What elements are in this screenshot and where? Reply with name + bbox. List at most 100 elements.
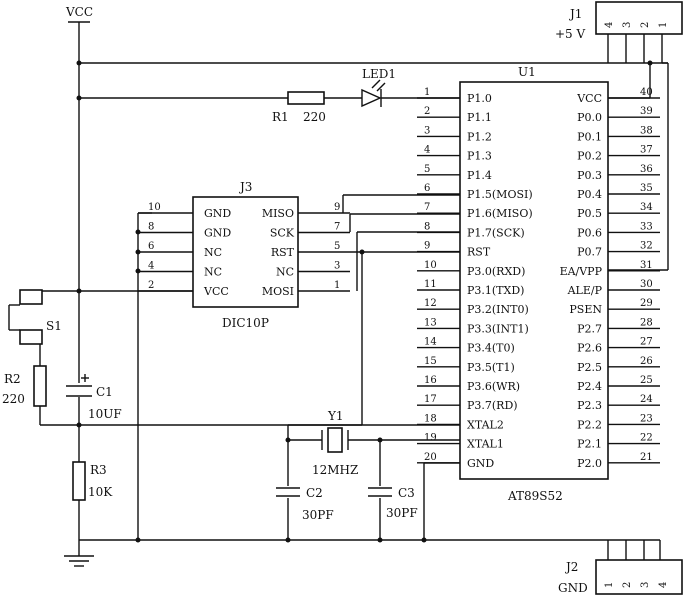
u1-pin-number: 16	[424, 375, 437, 386]
u1-pin-number: 40	[640, 87, 653, 98]
u1-pin-number: 38	[640, 125, 653, 136]
j3-pin-name: GND	[204, 227, 231, 240]
u1-pin-number: 39	[640, 106, 653, 117]
r3-resistor: R3 10K	[72, 461, 113, 501]
ground-symbol	[64, 540, 94, 567]
u1-pin-number: 8	[424, 221, 430, 232]
j3-pin-name: NC	[276, 266, 294, 279]
j3-pin-number: 5	[334, 241, 340, 252]
r2-ref: R2	[4, 372, 21, 386]
u1-pin-number: 37	[640, 145, 653, 156]
j3-pin-number: 2	[148, 280, 154, 291]
j1-pin-number: 4	[604, 22, 615, 28]
u1-pin-name: EA/VPP	[560, 265, 603, 278]
j3-pin-name: RST	[271, 246, 295, 259]
u1-pin-number: 31	[640, 260, 653, 271]
j3-pin-number: 6	[148, 241, 154, 252]
u1-pin-number: 18	[424, 413, 437, 424]
c3-value: 30PF	[386, 506, 418, 520]
j3-pin-number: 10	[148, 202, 161, 213]
u1-pin-number: 4	[424, 145, 430, 156]
c3-capacitor: C3 30PF	[368, 486, 418, 520]
u1-pin-name: P0.7	[577, 246, 602, 259]
c2-ref: C2	[306, 486, 323, 500]
j3-pin-name: GND	[204, 207, 231, 220]
y1-crystal: Y1 12MHZ	[312, 409, 358, 477]
u1-pin-name: P3.7(RD)	[467, 399, 518, 412]
s1-label: S1	[46, 319, 62, 333]
u1-pin-number: 2	[424, 106, 430, 117]
u1-ref: U1	[518, 65, 536, 79]
u1-pin-name: P3.0(RXD)	[467, 265, 525, 278]
u1-pin-number: 12	[424, 298, 437, 309]
j2-pin-number: 3	[640, 582, 651, 588]
c3-ref: C3	[398, 486, 415, 500]
u1-pin-name: P0.3	[577, 169, 602, 182]
u1-part: AT89S52	[507, 489, 563, 503]
u1-pin-number: 21	[640, 452, 653, 463]
u1-pin-name: P3.5(T1)	[467, 361, 515, 374]
y1-value: 12MHZ	[312, 463, 358, 477]
u1-pin-name: ALE/P	[567, 284, 603, 297]
u1-pin-name: P3.6(WR)	[467, 380, 520, 393]
u1-pin-name: P2.2	[577, 418, 602, 431]
u1-pin-name: P2.7	[577, 322, 602, 335]
u1-pin-name: P3.4(T0)	[467, 342, 515, 355]
u1-pin-number: 6	[424, 183, 430, 194]
r2-resistor: R2 220	[2, 365, 47, 407]
j1-pin-number: 3	[622, 22, 633, 28]
u1-pin-name: GND	[467, 457, 494, 470]
j3-pin-name: NC	[204, 266, 222, 279]
led1-diode: LED1	[361, 67, 396, 108]
u1-pin-name: P3.3(INT1)	[467, 322, 529, 335]
vcc-net: VCC	[65, 5, 668, 540]
u1-pin-name: XTAL1	[467, 438, 504, 451]
u1-pin-name: P1.2	[467, 130, 492, 143]
u1-pin-name: VCC	[576, 92, 602, 105]
j3-ref: J3	[238, 180, 252, 194]
u1-pin-name: P2.4	[577, 380, 602, 393]
u1-pin-number: 15	[424, 356, 437, 367]
u1-pin-name: P1.6(MISO)	[467, 207, 533, 220]
j3-pin-name: MOSI	[262, 285, 294, 298]
u1-pin-number: 33	[640, 221, 653, 232]
u1-pin-name: XTAL2	[467, 418, 504, 431]
j3-pin-name: NC	[204, 246, 222, 259]
u1-pin-name: P0.1	[577, 130, 602, 143]
u1-pin-name: P2.1	[577, 438, 602, 451]
u1-pin-number: 9	[424, 241, 430, 252]
r1-value: 220	[303, 110, 326, 124]
r3-ref: R3	[90, 463, 107, 477]
u1-pin-number: 26	[640, 356, 653, 367]
u1-pin-name: RST	[467, 246, 491, 259]
r1-resistor: R1 220	[272, 91, 326, 124]
c2-value: 30PF	[302, 508, 334, 522]
r2-value: 220	[2, 392, 25, 406]
j1-pin-number: 2	[640, 22, 651, 28]
u1-pin-name: P0.4	[577, 188, 602, 201]
u1-pin-number: 17	[424, 394, 437, 405]
u1-pin-number: 32	[640, 241, 653, 252]
u1-pin-name: P1.7(SCK)	[467, 226, 525, 239]
u1-pin-name: P2.5	[577, 361, 602, 374]
u1-pin-number: 24	[640, 394, 653, 405]
u1-pin-name: P2.6	[577, 342, 602, 355]
c1-ref: C1	[96, 385, 113, 399]
u1-pin-number: 1	[424, 87, 430, 98]
u1-pin-number: 14	[424, 337, 437, 348]
u1-pin-name: P0.5	[577, 207, 602, 220]
u1-pin-number: 36	[640, 164, 653, 175]
j1-pin-number: 1	[658, 22, 669, 28]
c1-value: 10UF	[88, 407, 122, 421]
j3-pin-number: 4	[148, 261, 154, 272]
j2-pin-number: 4	[658, 582, 669, 588]
j3-pin-number: 8	[148, 222, 154, 233]
c2-capacitor: C2 30PF	[276, 486, 334, 522]
u1-pin-number: 23	[640, 413, 653, 424]
u1-right-pins: 40VCC39P0.038P0.137P0.236P0.335P0.434P0.…	[560, 87, 660, 470]
j1-ref: J1	[568, 7, 582, 21]
